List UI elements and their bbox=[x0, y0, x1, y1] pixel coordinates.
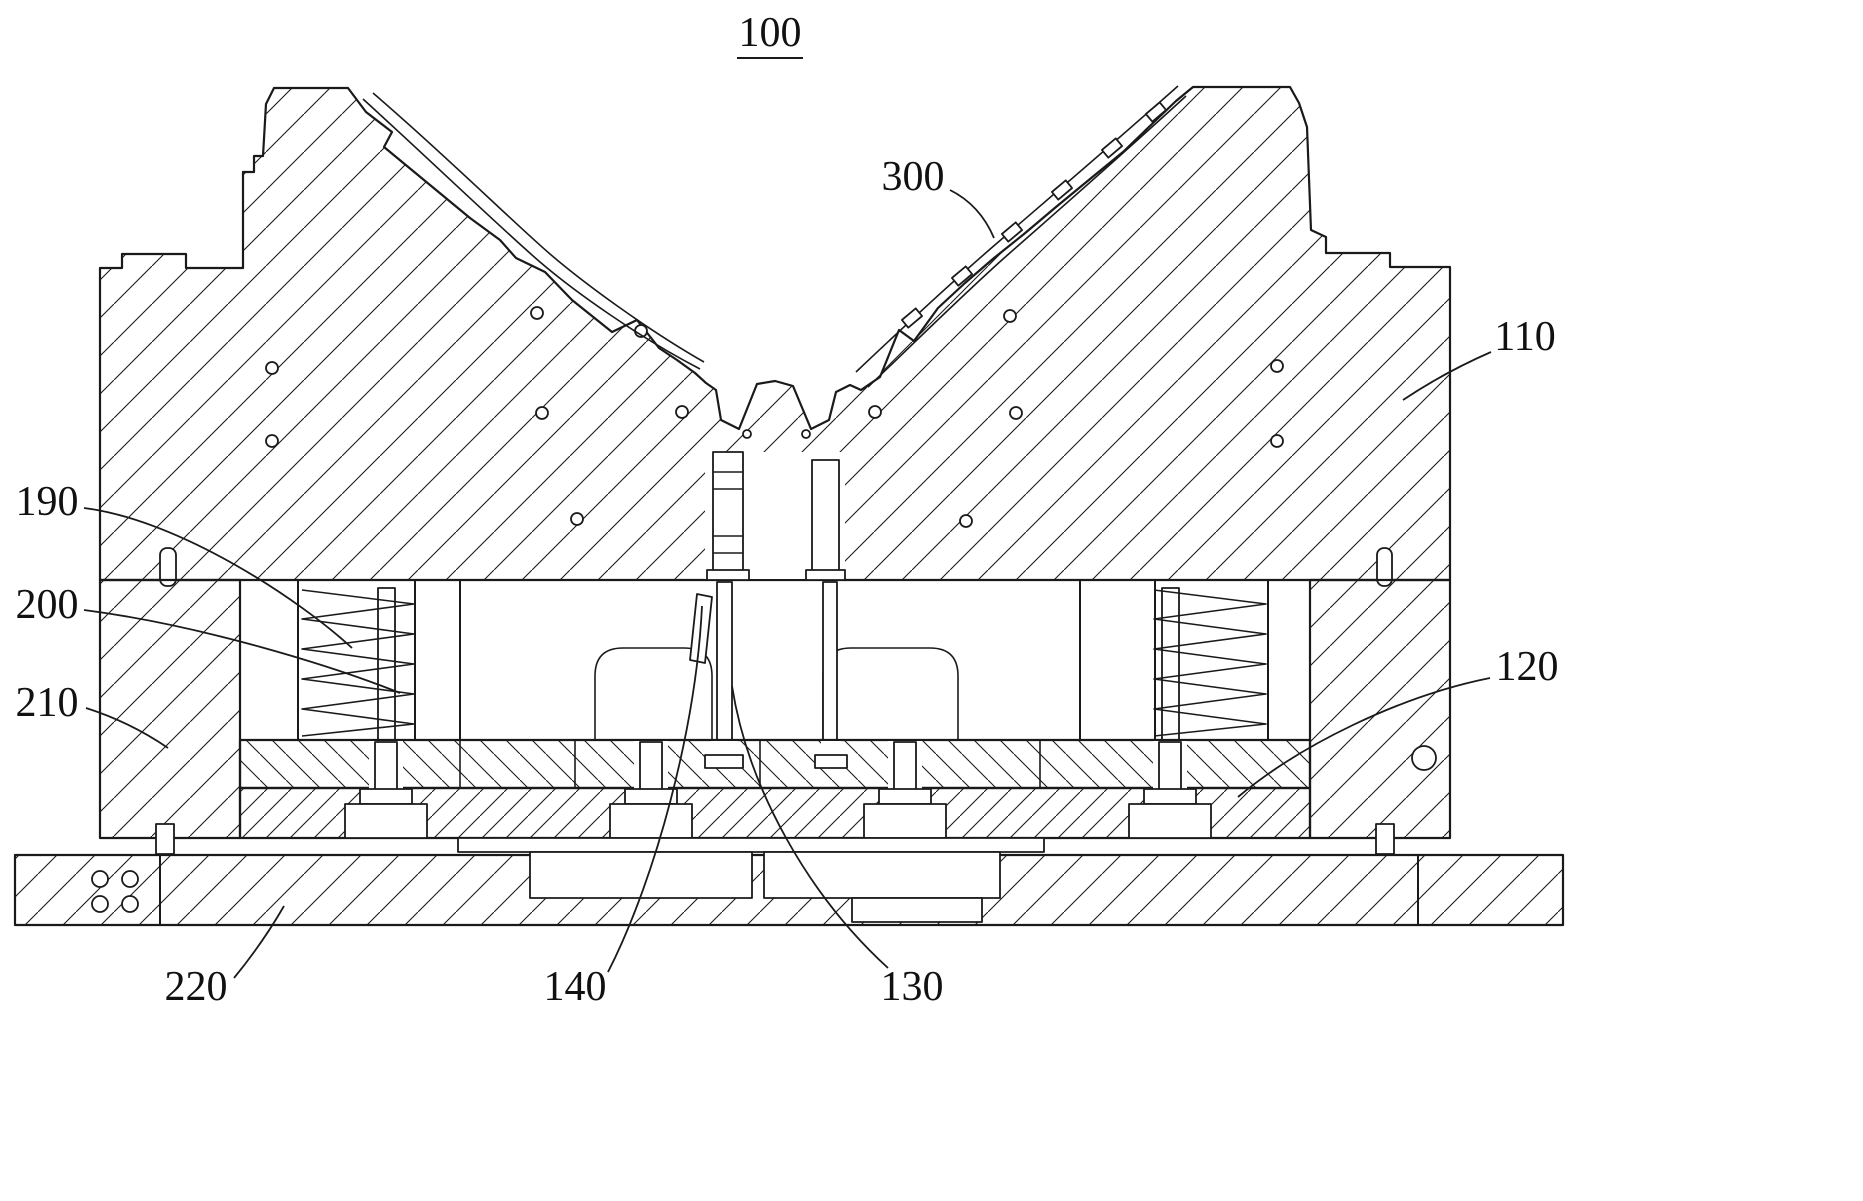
spacer-foot-left bbox=[155, 823, 175, 855]
part-clip bbox=[1000, 221, 1024, 243]
support-slot-right bbox=[822, 647, 959, 740]
label-190: 190 bbox=[16, 479, 79, 525]
screw-hole bbox=[530, 306, 544, 320]
part-clip bbox=[1144, 101, 1168, 123]
bolt-assembly bbox=[1128, 741, 1212, 839]
mold-section-drawing bbox=[13, 85, 1565, 927]
pin-foot bbox=[704, 754, 744, 769]
left-spacer-block bbox=[98, 578, 242, 840]
leader-110 bbox=[1402, 351, 1492, 401]
label-130: 130 bbox=[881, 964, 944, 1010]
part-clip bbox=[1100, 137, 1124, 159]
sprue-pin-right bbox=[811, 459, 840, 581]
ejector-rod-plate bbox=[457, 837, 1045, 853]
ejector-rod-block-left bbox=[529, 851, 753, 899]
screw-hole bbox=[535, 406, 549, 420]
figure-number: 100 bbox=[739, 10, 802, 56]
upper-mold-plate bbox=[98, 85, 1452, 582]
spring-right bbox=[1153, 589, 1267, 737]
leader-220 bbox=[233, 905, 285, 979]
right-spacer-block bbox=[1308, 578, 1452, 840]
screw-hole bbox=[265, 361, 279, 375]
screw-hole bbox=[959, 514, 973, 528]
leader-140 bbox=[607, 605, 703, 973]
screw-hole bbox=[1003, 309, 1017, 323]
gate-pins bbox=[705, 429, 846, 581]
screw-hole bbox=[570, 512, 584, 526]
bolt-washer bbox=[1143, 788, 1197, 805]
pin-collar-left bbox=[706, 569, 750, 581]
part-clip bbox=[1050, 179, 1074, 201]
bolt-head bbox=[609, 803, 693, 839]
reference-labels: 100 300 110 190 200 210 120 220 140 130 bbox=[16, 10, 1559, 1010]
molded-part-left-surface bbox=[362, 98, 701, 370]
center-ejector-mechanism bbox=[457, 837, 1045, 923]
screw-hole bbox=[1270, 434, 1284, 448]
bolt-washer bbox=[624, 788, 678, 805]
bolt-head bbox=[344, 803, 428, 839]
label-210: 210 bbox=[16, 680, 79, 726]
part-clip bbox=[950, 265, 974, 287]
screw-hole bbox=[1009, 406, 1023, 420]
molded-part bbox=[362, 85, 1187, 388]
base-plate-hole bbox=[91, 870, 109, 888]
pin-foot bbox=[814, 754, 848, 769]
sprue-pin-left bbox=[712, 451, 744, 581]
spring-left bbox=[301, 589, 415, 737]
part-clip bbox=[900, 307, 924, 329]
ejector-pin-straight bbox=[716, 581, 733, 741]
label-200: 200 bbox=[16, 582, 79, 628]
base-plate-hole bbox=[91, 895, 109, 913]
leader-190 bbox=[83, 507, 353, 649]
leader-300 bbox=[949, 189, 995, 239]
ejector-pin-secondary bbox=[822, 581, 838, 741]
label-120: 120 bbox=[1496, 644, 1559, 690]
ejection-space bbox=[297, 580, 1269, 741]
ejector-rod-tab bbox=[851, 897, 983, 923]
label-220: 220 bbox=[165, 964, 228, 1010]
screw-hole bbox=[265, 434, 279, 448]
label-140: 140 bbox=[544, 964, 607, 1010]
molded-part-left-surface-inner bbox=[372, 92, 705, 363]
base-plate-hole bbox=[121, 895, 139, 913]
molded-part-right-bottom-edge bbox=[867, 95, 1187, 388]
gate-dot bbox=[742, 429, 752, 439]
leader-200 bbox=[83, 609, 401, 694]
ejector-retainer-plate bbox=[238, 738, 1312, 790]
bolt-assembly bbox=[344, 741, 428, 839]
gate-dot bbox=[801, 429, 811, 439]
ejector-plate-bolts bbox=[344, 741, 1212, 839]
molded-part-right-top-edge bbox=[855, 85, 1179, 373]
molded-part-clips bbox=[900, 101, 1168, 329]
leader-120 bbox=[1237, 677, 1491, 798]
bolt-assembly bbox=[863, 741, 947, 839]
screw-holes-upper-plate bbox=[265, 306, 1284, 528]
support-slot-left bbox=[594, 647, 713, 740]
label-110: 110 bbox=[1494, 314, 1555, 360]
ejector-rod-block-right bbox=[763, 851, 1001, 899]
screw-hole bbox=[1270, 359, 1284, 373]
pin-foot-channel bbox=[821, 741, 841, 757]
leader-130 bbox=[731, 685, 889, 969]
spacer-foot-right bbox=[1375, 823, 1395, 855]
bolt-washer bbox=[359, 788, 413, 805]
pin-collar-right bbox=[805, 569, 846, 581]
label-300: 300 bbox=[882, 154, 945, 200]
bolt-assembly bbox=[609, 741, 693, 839]
spacer-bore bbox=[1411, 745, 1437, 771]
bolt-head bbox=[863, 803, 947, 839]
base-plate-hole bbox=[121, 870, 139, 888]
bolt-head bbox=[1128, 803, 1212, 839]
pin-foot-channel bbox=[711, 741, 737, 757]
screw-hole bbox=[675, 405, 689, 419]
leader-210 bbox=[85, 707, 169, 749]
screw-hole bbox=[868, 405, 882, 419]
bolt-washer bbox=[878, 788, 932, 805]
return-pin-left bbox=[377, 587, 396, 741]
return-pin-right bbox=[1161, 587, 1180, 741]
